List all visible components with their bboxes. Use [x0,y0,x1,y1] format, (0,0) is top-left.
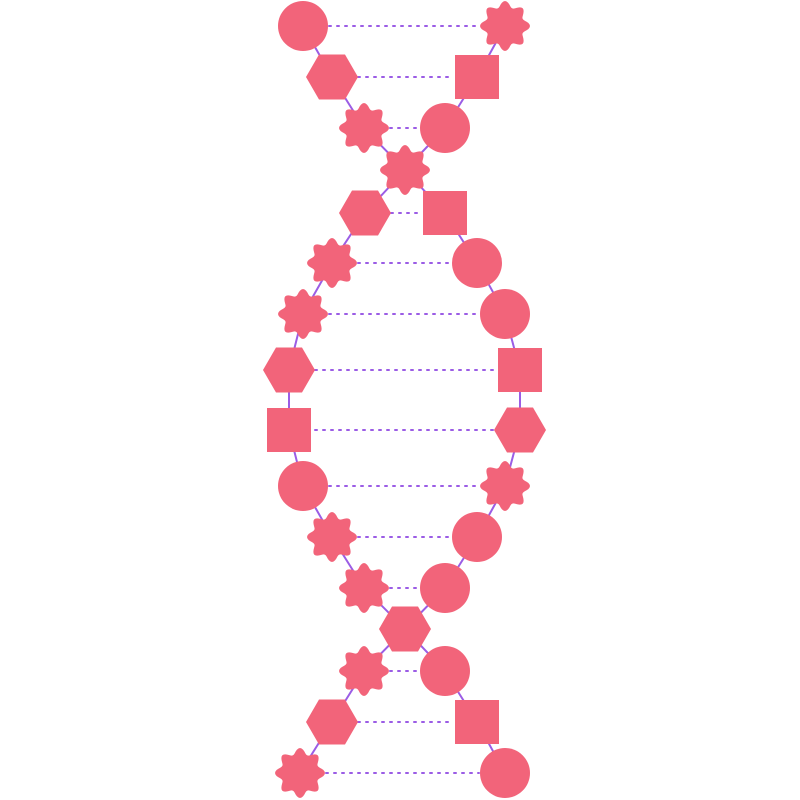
base-right-10-flower [480,461,530,511]
base-left-9-square [267,408,311,452]
base-right-12-circle [420,563,470,613]
base-left-13-hexagon [379,606,431,652]
base-left-3-flower [339,103,389,153]
base-right-14-circle [420,646,470,696]
backbone-strand-right [403,25,521,774]
base-left-7-flower [278,289,328,339]
base-left-12-flower [339,563,389,613]
base-right-15-square [455,700,499,744]
base-right-11-circle [452,512,502,562]
base-left-2-hexagon [306,54,358,100]
base-right-1-flower [480,1,530,51]
base-left-15-hexagon [306,699,358,745]
base-right-5-square [423,191,467,235]
base-left-1-circle [278,1,328,51]
base-right-2-square [455,55,499,99]
base-left-11-flower [307,512,357,562]
base-left-4-flower [380,145,430,195]
base-left-8-hexagon [263,347,315,393]
base-right-6-circle [452,238,502,288]
base-right-16-circle [480,748,530,798]
base-left-6-flower [307,238,357,288]
base-left-10-circle [278,461,328,511]
base-left-5-hexagon [339,190,391,236]
base-right-3-circle [420,103,470,153]
base-right-7-circle [480,289,530,339]
base-right-8-square [498,348,542,392]
base-left-16-flower [275,748,325,798]
base-right-9-hexagon [494,407,546,453]
base-left-14-flower [339,646,389,696]
backbone-strand-left [288,25,407,774]
